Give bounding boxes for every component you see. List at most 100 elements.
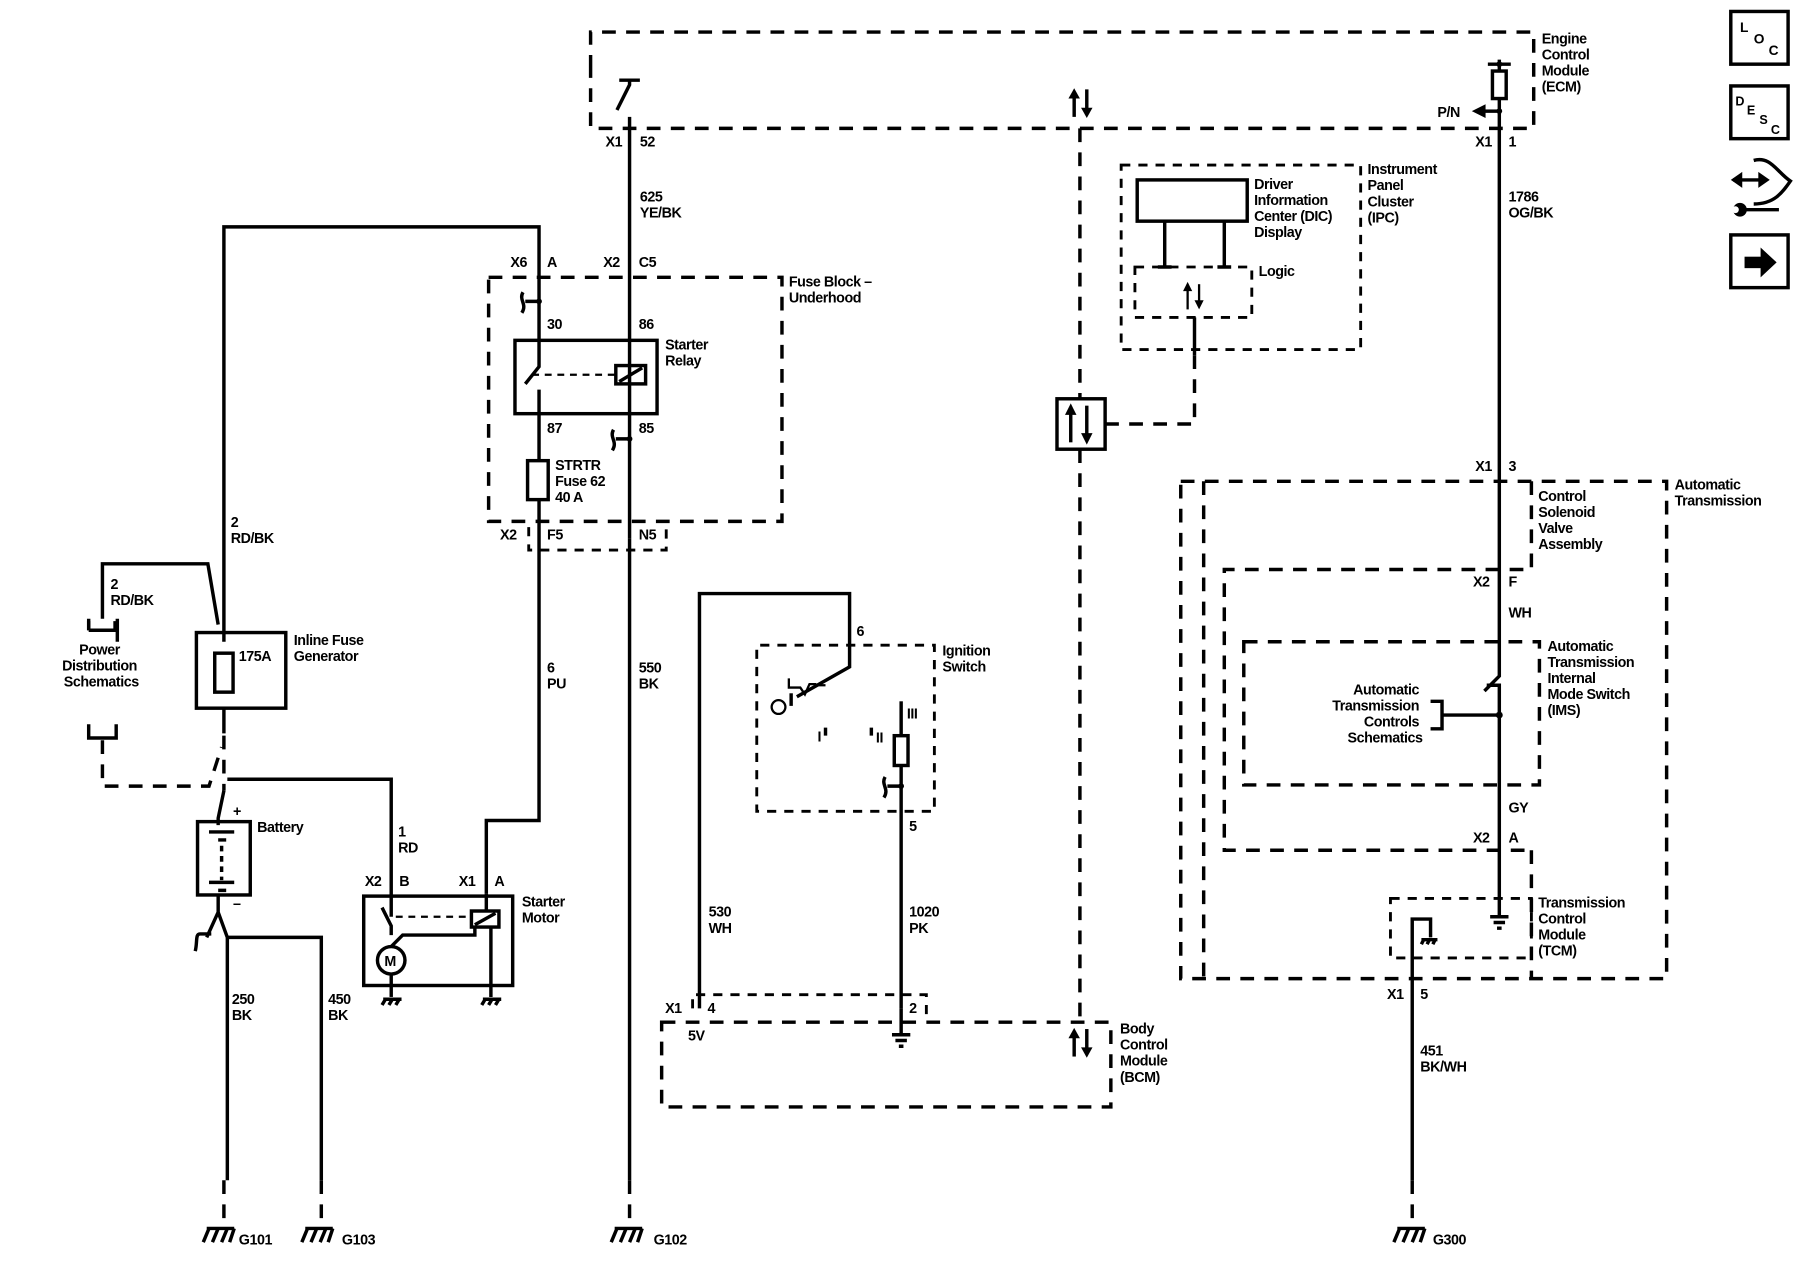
power-dist-label: Power Distribution Schematics bbox=[62, 642, 140, 690]
svg-text:3: 3 bbox=[1508, 459, 1516, 475]
svg-text:X1: X1 bbox=[1475, 459, 1492, 475]
wire-1-label: 1 RD bbox=[398, 825, 418, 857]
svg-text:C: C bbox=[1769, 43, 1779, 58]
svg-text:6: 6 bbox=[856, 624, 864, 640]
ecm-module: Engine Control Module (ECM) P/N bbox=[588, 30, 1593, 131]
svg-text:II: II bbox=[876, 731, 884, 747]
pn-label: P/N bbox=[1437, 105, 1460, 121]
ground-g103: G103 bbox=[300, 1226, 376, 1248]
connector-repair-button[interactable] bbox=[1730, 157, 1793, 217]
wire-1786-label: 1786 OG/BK bbox=[1508, 190, 1554, 222]
ground-g102: G102 bbox=[609, 1226, 688, 1248]
dic-label: Driver Information Center (DIC) Display bbox=[1254, 177, 1336, 241]
wire-250-label: 250 BK bbox=[232, 992, 258, 1024]
wire-1-rd bbox=[227, 777, 393, 917]
serial-data-splice bbox=[1055, 397, 1107, 451]
svg-text:G102: G102 bbox=[654, 1232, 688, 1248]
svg-text:C: C bbox=[1771, 123, 1780, 137]
inline-fuse-generator: 175A Inline Fuse Generator bbox=[194, 630, 367, 791]
logic-label: Logic bbox=[1259, 264, 1295, 280]
inline-fuse-rating: 175A bbox=[239, 649, 272, 665]
svg-text:5: 5 bbox=[1420, 987, 1428, 1003]
location-icon: L bbox=[1740, 20, 1748, 35]
svg-text:A: A bbox=[494, 874, 504, 890]
strtr-fuse bbox=[525, 458, 550, 502]
ipc-module: Instrument Panel Cluster (IPC) Driver In… bbox=[1119, 162, 1438, 356]
svg-text:+: + bbox=[233, 804, 241, 820]
ims-label: Automatic Transmission Internal Mode Swi… bbox=[1547, 639, 1637, 719]
svg-text:G101: G101 bbox=[239, 1232, 273, 1248]
next-page-button[interactable] bbox=[1729, 233, 1790, 290]
motor-symbol: M bbox=[384, 954, 395, 970]
svg-text:–: – bbox=[233, 897, 241, 913]
conn-x2-c5: C5 bbox=[639, 255, 657, 271]
bcm-label: Body Control Module (BCM) bbox=[1120, 1022, 1171, 1086]
ecm-label: Engine Control Module (ECM) bbox=[1542, 32, 1593, 96]
bcm-5v: 5V bbox=[688, 1029, 706, 1045]
svg-text:O: O bbox=[1754, 32, 1765, 47]
svg-text:X1: X1 bbox=[459, 874, 476, 890]
dic-display bbox=[1135, 178, 1249, 223]
wire-2b-label: 2 RD/BK bbox=[110, 577, 154, 609]
relay-pin-85: 85 bbox=[639, 421, 655, 437]
bcm-module: X1 4 2 5V Body Control Module (BCM) bbox=[659, 993, 1171, 1109]
wire-530-label: 530 WH bbox=[709, 905, 735, 937]
serial-data-icon bbox=[1183, 281, 1204, 310]
csva-label: Control Solenoid Valve Assembly bbox=[1538, 489, 1602, 553]
wire-2-rdbk bbox=[222, 225, 541, 642]
svg-text:G103: G103 bbox=[342, 1232, 376, 1248]
conn-x6: X6 bbox=[510, 255, 527, 271]
fuse-block-label: Fuse Block – Underhood bbox=[789, 274, 875, 306]
svg-text:E: E bbox=[1747, 104, 1755, 118]
description-icon: D bbox=[1735, 94, 1744, 108]
svg-text:S: S bbox=[1759, 113, 1767, 127]
description-button[interactable]: D E S C bbox=[1729, 84, 1790, 141]
svg-text:X2: X2 bbox=[1473, 830, 1490, 846]
starter-motor-label: Starter Motor bbox=[522, 894, 568, 926]
svg-text:2: 2 bbox=[909, 1001, 917, 1017]
connector-repair-icon bbox=[1730, 157, 1793, 217]
svg-text:I: I bbox=[817, 729, 821, 745]
wire-1786 bbox=[1483, 128, 1502, 693]
conn-x2: X2 bbox=[603, 255, 620, 271]
ground-g101: G101 bbox=[201, 1226, 273, 1248]
serial-data-icon bbox=[1068, 1027, 1093, 1058]
conn-ecm-x1: X1 bbox=[605, 135, 622, 151]
svg-text:X2: X2 bbox=[1473, 575, 1490, 591]
svg-text:5: 5 bbox=[909, 819, 917, 835]
auto-trans-label: Automatic Transmission bbox=[1675, 477, 1762, 509]
automatic-transmission: Automatic Transmission Control Solenoid … bbox=[1179, 477, 1762, 1181]
serial-data-icon bbox=[1068, 88, 1093, 119]
ground-g300: G300 bbox=[1392, 1226, 1467, 1248]
inline-fuse-label: Inline Fuse Generator bbox=[294, 633, 367, 665]
conn-x6-a: A bbox=[547, 255, 557, 271]
wire-625-label: 625 YE/BK bbox=[640, 190, 683, 222]
conn-n5: N5 bbox=[639, 528, 657, 544]
svg-text:G300: G300 bbox=[1433, 1232, 1467, 1248]
power-distribution: 2 RD/BK Power Distribution Schematics bbox=[62, 562, 224, 788]
svg-text:1: 1 bbox=[1508, 135, 1516, 151]
location-button[interactable]: L O C bbox=[1729, 9, 1790, 66]
relay-pin-30: 30 bbox=[547, 317, 563, 333]
svg-text:X2: X2 bbox=[365, 874, 382, 890]
wire-wh-label: WH bbox=[1508, 606, 1531, 622]
atcs-label: Automatic Transmission Controls Schemati… bbox=[1332, 682, 1423, 746]
starter-relay bbox=[513, 338, 659, 416]
conn-fb-x2: X2 bbox=[500, 528, 517, 544]
svg-text:X1: X1 bbox=[1387, 987, 1404, 1003]
svg-text:A: A bbox=[1508, 830, 1518, 846]
relay-pin-86: 86 bbox=[639, 317, 655, 333]
relay-pin-87: 87 bbox=[547, 421, 563, 437]
wire-550-label: 550 BK bbox=[639, 661, 665, 693]
ignition-switch: 6 Ignition Switch I II III 5 bbox=[697, 591, 991, 1009]
fuse-block-underhood: Fuse Block – Underhood Starter Relay STR… bbox=[486, 274, 875, 552]
wire-2-label: 2 RD/BK bbox=[231, 515, 275, 547]
svg-text:4: 4 bbox=[707, 1001, 715, 1017]
tcm-label: Transmission Control Module (TCM) bbox=[1538, 896, 1628, 960]
starter-motor: Starter Motor M bbox=[361, 893, 568, 1006]
svg-text:III: III bbox=[907, 706, 918, 722]
wire-6-pu bbox=[484, 413, 541, 894]
battery-label: Battery bbox=[257, 820, 304, 836]
wire-450-label: 450 BK bbox=[328, 992, 354, 1024]
